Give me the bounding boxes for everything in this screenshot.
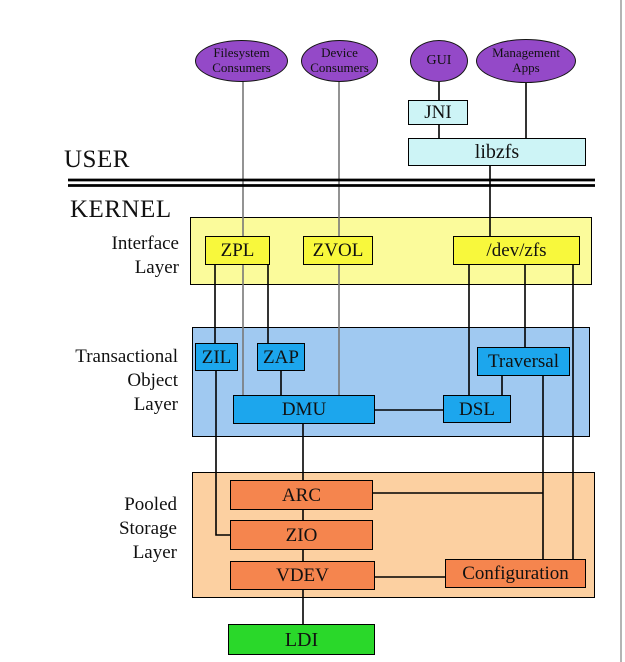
box-dsl: DSL [443,395,511,423]
box-label: libzfs [474,141,520,163]
box-label: /dev/zfs [486,240,547,261]
box-label: ZIO [285,524,318,546]
box-label: ZAP [263,346,299,368]
pooled-storage-layer-label: Pooled Storage Layer [40,493,177,565]
box-jni: JNI [408,100,468,125]
ellipse-label-line: Device [321,45,358,61]
ellipse-label-line: Consumers [212,60,271,75]
box-label: LDI [284,628,319,651]
box-arc: ARC [230,480,373,510]
ellipse-label-line: Filesystem [213,45,270,61]
box-devzfs: /dev/zfs [453,236,580,265]
ellipse-label-line: GUI [426,53,452,69]
transactional-object-layer-label: Transactional Object Layer [40,345,178,417]
box-ldi: LDI [228,624,375,655]
box-vdev: VDEV [230,561,375,590]
interface-layer-label: Interface Layer [40,232,180,280]
box-configuration: Configuration [445,559,586,588]
ellipse-label-line: Management [492,45,560,61]
box-zvol: ZVOL [303,236,373,265]
user-zone-label: USER [64,146,130,173]
box-label: Configuration [462,563,569,584]
box-label: Traversal [487,351,560,372]
box-label: DSL [459,398,495,420]
ellipse-gui: GUI [410,40,468,82]
ellipse-management-apps: Management Apps [476,39,576,83]
layer-label-line: Interface [111,233,180,254]
edge-zil-zio [215,371,230,536]
box-libzfs: libzfs [408,138,586,166]
box-label: VDEV [276,565,329,586]
ellipse-filesystem-consumers: Filesystem Consumers [195,40,288,82]
layer-label-line: Layer [134,257,179,278]
box-zio: ZIO [230,520,373,550]
box-traversal: Traversal [477,347,570,376]
layer-label-line: Object [127,370,178,391]
layer-label-line: Storage [118,518,177,539]
ellipse-device-consumers: Device Consumers [301,40,378,82]
box-label: ZPL [220,240,255,261]
box-label: ZVOL [312,240,364,261]
box-zpl: ZPL [205,236,270,265]
page-right-border [620,0,622,662]
layer-label-line: Transactional [75,346,178,367]
ellipse-label-line: Consumers [310,60,369,75]
ellipse-label-line: Apps [512,60,540,75]
box-label: DMU [281,399,327,420]
layer-label-line: Pooled [124,494,177,515]
box-zap: ZAP [257,343,305,371]
box-zil: ZIL [195,343,238,371]
box-label: ARC [281,484,322,506]
box-label: JNI [424,102,452,123]
box-dmu: DMU [233,395,375,424]
box-label: ZIL [201,346,232,368]
layer-label-line: Layer [133,394,178,415]
kernel-zone-label: KERNEL [70,196,172,223]
layer-label-line: Layer [132,542,177,563]
